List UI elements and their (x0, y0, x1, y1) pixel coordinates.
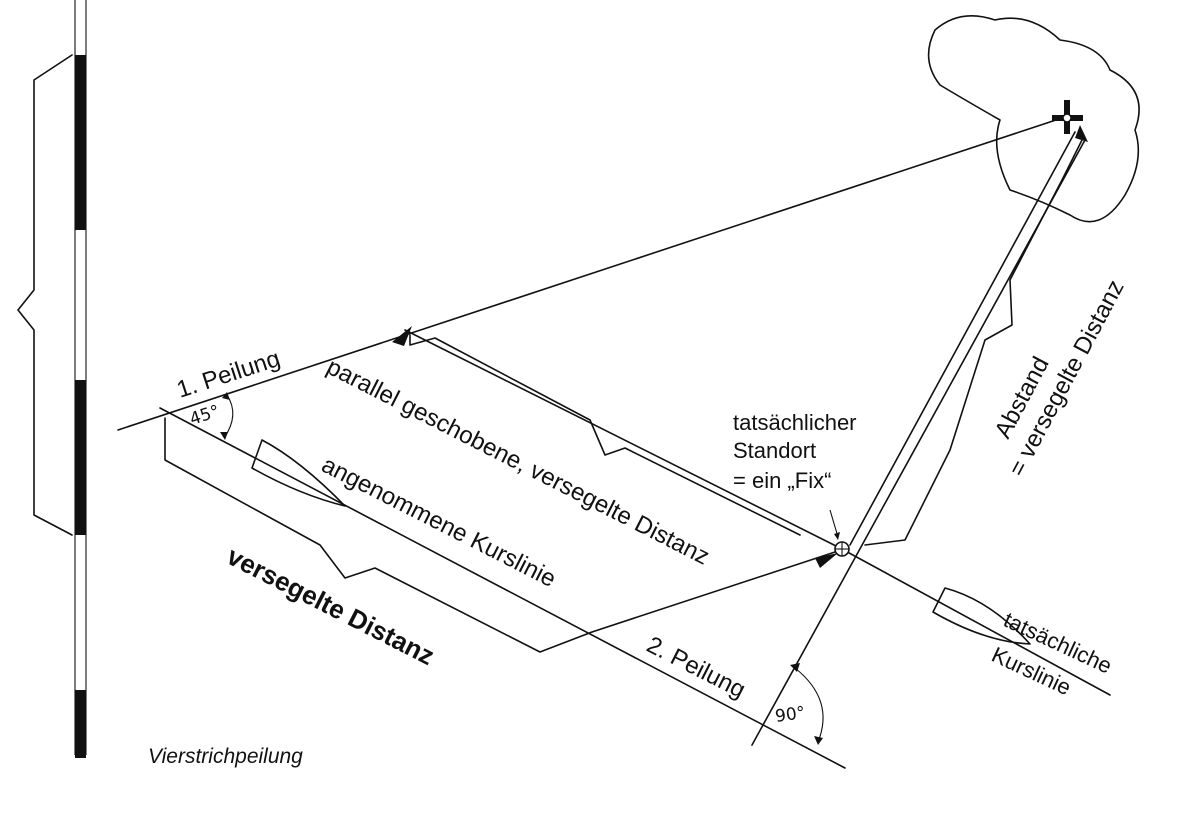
lighthouse-cross-icon (1052, 100, 1083, 134)
arrowheads (392, 125, 1088, 568)
angle-45 (220, 392, 234, 440)
fix-label-line3: = ein „Fix“ (733, 468, 831, 493)
island (927, 14, 1140, 223)
boat-icon (251, 439, 346, 507)
bearing-lines (117, 117, 1111, 769)
braces (164, 139, 1083, 653)
figure-caption: Vierstrichpeilung (148, 745, 303, 768)
fix-marker (829, 509, 850, 557)
boat-icon (932, 587, 1031, 645)
fix-label-line2: Standort (733, 438, 816, 463)
angle-90-label: 90° (774, 703, 807, 727)
fix-label-line1: tatsächlicher (733, 410, 857, 435)
angle-90 (790, 663, 824, 745)
second-bearing-label: 2. Peilung (642, 631, 749, 704)
scale-bar (17, 0, 87, 758)
first-bearing-label: 1. Peilung (174, 345, 284, 404)
